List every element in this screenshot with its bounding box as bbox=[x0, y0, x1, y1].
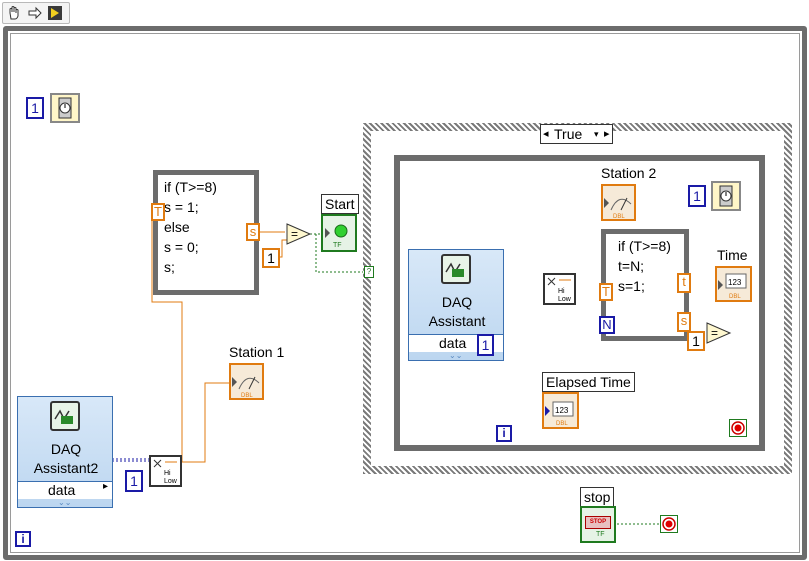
start-label: Start bbox=[321, 194, 359, 214]
equal-comparator-icon: = bbox=[706, 322, 732, 344]
hand-tool-icon[interactable] bbox=[6, 5, 22, 21]
stop-label: stop bbox=[580, 487, 615, 507]
formula2-compare-constant[interactable]: 1 bbox=[687, 331, 705, 351]
station1-gauge-indicator[interactable]: DBL bbox=[229, 363, 264, 400]
svg-text:DBL: DBL bbox=[556, 421, 568, 427]
svg-text:Hi: Hi bbox=[164, 470, 171, 477]
daq-assistant-2[interactable]: DAQ Assistant2 data ▸ ⌄⌄ bbox=[17, 396, 113, 508]
outer-loop-stop-terminal bbox=[660, 515, 678, 533]
formula-node-1[interactable]: if (T>=8) s = 1; else s = 0; s; bbox=[153, 170, 259, 295]
formula-line: else bbox=[164, 219, 190, 235]
svg-text:TF: TF bbox=[333, 242, 342, 249]
formula2-output-s[interactable]: s bbox=[677, 312, 691, 332]
decrement-arrow-icon[interactable]: ◂ bbox=[543, 128, 549, 140]
stop-button-face[interactable]: STOP bbox=[585, 516, 611, 529]
formula1-input-t[interactable]: T bbox=[151, 203, 165, 221]
formula1-output-s[interactable]: s bbox=[246, 223, 260, 241]
outer-wait-constant[interactable]: 1 bbox=[26, 97, 44, 119]
expand-chevron-icon[interactable]: ⌄⌄ bbox=[449, 351, 463, 360]
formula1-compare-constant[interactable]: 1 bbox=[262, 248, 280, 268]
formula-line: s = 1; bbox=[164, 199, 199, 215]
svg-text:123: 123 bbox=[728, 278, 742, 287]
formula-line: t=N; bbox=[618, 258, 645, 274]
increment-arrow-icon[interactable]: ▸ bbox=[604, 128, 610, 140]
outer-loop-inner-border bbox=[10, 33, 800, 553]
formula-line: if (T>=8) bbox=[164, 179, 217, 195]
svg-text:Low: Low bbox=[558, 296, 572, 303]
daq2-title-line1: DAQ bbox=[50, 441, 82, 457]
daq2-title-line2: Assistant2 bbox=[33, 460, 99, 476]
equal-comparator-icon: = bbox=[286, 223, 312, 245]
dropdown-arrow-icon[interactable]: ▾ bbox=[594, 129, 599, 139]
daq-output-label: data bbox=[439, 335, 467, 351]
daq2-output[interactable]: data ▸ bbox=[18, 481, 112, 499]
inner-iteration-terminal: i bbox=[496, 425, 512, 442]
svg-text:Hi: Hi bbox=[558, 288, 565, 295]
daq-icon bbox=[441, 254, 471, 284]
time-label: Time bbox=[717, 247, 748, 263]
start-led-indicator[interactable]: TF bbox=[321, 214, 357, 252]
highlight-run-icon[interactable] bbox=[47, 5, 63, 21]
inner-wait-constant[interactable]: 1 bbox=[688, 185, 706, 207]
wait-timer-icon bbox=[50, 93, 80, 123]
formula-line: s = 0; bbox=[164, 239, 199, 255]
output-arrow-icon: ▸ bbox=[103, 481, 109, 492]
station2-gauge-indicator[interactable]: DBL bbox=[601, 184, 636, 221]
daq2-output-label: data bbox=[48, 482, 76, 498]
daq-icon bbox=[50, 401, 80, 431]
formula2-input-n[interactable]: N bbox=[599, 316, 615, 334]
stop-button-control[interactable]: STOP TF bbox=[580, 506, 616, 543]
daq2-constant[interactable]: 1 bbox=[125, 470, 143, 492]
svg-text:Low: Low bbox=[164, 478, 178, 485]
svg-text:DBL: DBL bbox=[241, 393, 253, 398]
formula-line: if (T>=8) bbox=[618, 238, 671, 254]
tf-type-label: TF bbox=[596, 531, 605, 538]
formula2-output-t[interactable]: t bbox=[677, 273, 691, 293]
inner-wait-timer-icon bbox=[711, 181, 741, 211]
outer-iteration-terminal: i bbox=[15, 531, 31, 547]
green-wire-start bbox=[310, 233, 368, 273]
svg-text:DBL: DBL bbox=[729, 294, 741, 300]
daq-title-line1: DAQ bbox=[441, 294, 473, 310]
formula2-input-t[interactable]: T bbox=[599, 283, 613, 301]
svg-text:=: = bbox=[291, 227, 298, 241]
svg-text:=: = bbox=[711, 326, 718, 340]
daq-title-line2: Assistant bbox=[428, 313, 486, 329]
daq-constant[interactable]: 1 bbox=[477, 334, 494, 356]
case-selector-terminal: ? bbox=[364, 266, 374, 278]
svg-text:DBL: DBL bbox=[613, 214, 625, 219]
station1-label: Station 1 bbox=[229, 344, 285, 360]
arrow-tool-icon[interactable] bbox=[27, 5, 43, 21]
case-selector-value: True bbox=[554, 126, 583, 142]
inner-loop-stop-terminal bbox=[729, 419, 747, 437]
case-selector[interactable]: ◂ True ▾ ▸ bbox=[540, 124, 613, 144]
expand-chevron-icon[interactable]: ⌄⌄ bbox=[58, 498, 72, 507]
station2-label: Station 2 bbox=[601, 165, 657, 181]
formula-line: s; bbox=[164, 259, 175, 275]
elapsed-time-label: Elapsed Time bbox=[542, 372, 635, 392]
formula-line: s=1; bbox=[618, 278, 645, 294]
svg-text:123: 123 bbox=[555, 406, 569, 415]
